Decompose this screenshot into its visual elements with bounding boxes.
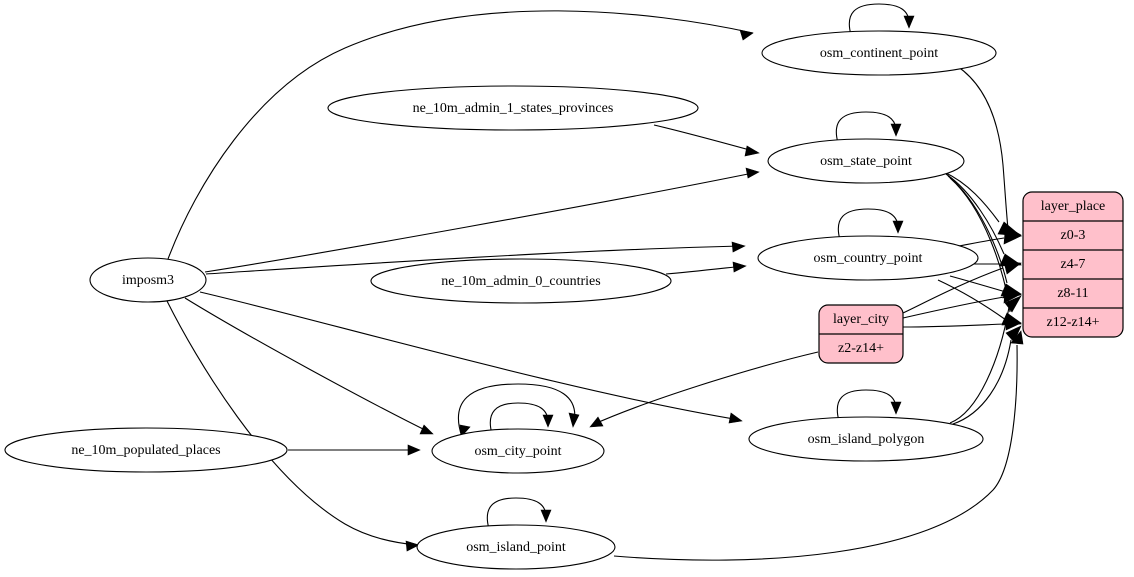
record-node-layer: layer_place z0-3 z4-7 z8-11 z12-z14+ lay… [818, 191, 1124, 364]
arrowhead-imposm3-osm_island_polygon [728, 412, 743, 424]
record-row-layer_place-z4-7[interactable]: z4-7 [1061, 257, 1086, 272]
node-osm_island_polygon[interactable]: osm_island_polygon [748, 416, 984, 462]
edge-osm_island_polygon-to-layer_place-z8-11 [949, 306, 1010, 424]
node-imposm3[interactable]: imposm3 [89, 257, 207, 303]
edge-imposm3-to-osm_city_point [184, 297, 432, 434]
node-label-ne_populated: ne_10m_populated_places [71, 443, 220, 458]
arrowhead-imposm3-osm_state_point [745, 167, 760, 179]
selfloop-osm_country_point [837, 208, 899, 241]
node-shape-osm_state_point[interactable] [767, 138, 965, 184]
node-shape-osm_city_point[interactable] [431, 428, 605, 474]
arrowhead-selfloop-osm_continent_point [903, 15, 915, 29]
arrowhead-islandpoint-z12-z14 [1010, 330, 1024, 345]
edge-ne_admin1-to-osm_state_point [653, 124, 758, 153]
edge-imposm3-to-osm_state_point [204, 171, 759, 273]
arrowhead-layercity-osm_city_point [589, 416, 604, 428]
arrowhead-country-z0-3 [1003, 231, 1022, 245]
edge-imposm3-to-osm_island_point [166, 300, 418, 546]
arrowhead-imposm3-osm_city_point [419, 424, 434, 435]
arrowhead-imposm3-osm_continent_point [739, 29, 754, 41]
edge-layer [166, 3, 1024, 561]
node-label-osm_continent_point: osm_continent_point [820, 46, 938, 61]
node-label-osm_island_polygon: osm_island_polygon [808, 432, 925, 447]
selfloop-osm_continent_point [848, 3, 910, 36]
node-label-osm_state_point: osm_state_point [820, 154, 912, 169]
record-row-layer_place-z8-11[interactable]: z8-11 [1057, 286, 1088, 301]
edge-imposm3-to-osm_country_point [205, 245, 745, 275]
node-label-ne_admin1: ne_10m_admin_1_states_provinces [413, 101, 614, 116]
edge-osm_country_point-to-layer_place-z8-11 [949, 275, 1007, 293]
node-layer: imposm3 ne_10m_admin_1_states_provinces … [4, 30, 997, 570]
selfloop-osm_island_polygon [836, 389, 897, 422]
node-osm_island_point[interactable]: osm_island_point [416, 524, 616, 570]
node-osm_state_point[interactable]: osm_state_point [767, 138, 965, 184]
arrowhead-layercity-z4-7 [1003, 261, 1022, 275]
node-label-osm_island_point: osm_island_point [466, 540, 566, 555]
edge-osm_island_polygon-to-layer_place-z12-z14 [952, 339, 1012, 425]
outerloop-osm_city_point [457, 383, 576, 438]
edge-osm_island_point-to-layer_place-z12-z14 [613, 344, 1018, 561]
record-row-layer_place-z0-3[interactable]: z0-3 [1061, 228, 1086, 243]
edge-osm_state_point-to-layer_place-z4-7 [945, 173, 1005, 255]
edge-osm_continent_point-to-layer_place-z0-3 [956, 65, 1009, 230]
edge-ne_admin0-to-osm_country_point [665, 265, 745, 275]
arrowhead-selfloop-osm_island_polygon [890, 401, 902, 415]
edge-osm_country_point-to-layer_place-z12-z14 [937, 279, 1007, 321]
record-box-layer_place[interactable] [1022, 191, 1124, 338]
edge-layer_city-to-layer_place-z4-7 [902, 267, 1004, 314]
arrowhead-selfloop-osm_state_point [890, 123, 902, 137]
record-row-layer_city-title: layer_city [833, 312, 889, 327]
node-label-imposm3: imposm3 [122, 273, 174, 288]
node-label-ne_admin0: ne_10m_admin_0_countries [441, 274, 600, 289]
node-osm_city_point[interactable]: osm_city_point [431, 428, 605, 474]
arrowhead-ne_admin1-osm_state_point [744, 145, 760, 157]
arrowhead-selfloop-osm_city_point [542, 414, 554, 428]
edge-osm_state_point-to-layer_place-z0-3 [943, 171, 1000, 223]
edge-layer_city-to-layer_place-z12-z14 [902, 323, 1006, 328]
node-osm_country_point[interactable]: osm_country_point [757, 235, 979, 281]
node-shape-osm_country_point[interactable] [757, 235, 979, 281]
node-shape-osm_continent_point[interactable] [761, 30, 997, 76]
edge-layer_city-to-layer_place-z8-11 [902, 296, 1005, 319]
record-row-layer_city-z2-z14[interactable]: z2-z14+ [838, 341, 884, 356]
arrowhead-selfloop-osm_country_point [892, 220, 904, 234]
arrowhead-ne_admin0-osm_country_point [732, 261, 747, 273]
node-osm_continent_point[interactable]: osm_continent_point [761, 30, 997, 76]
node-ne_10m_admin_1_states_provinces[interactable]: ne_10m_admin_1_states_provinces [327, 85, 699, 131]
node-ne_10m_admin_0_countries[interactable]: ne_10m_admin_0_countries [370, 258, 672, 304]
selfloop-osm_city_point [489, 402, 549, 435]
node-ne_10m_populated_places[interactable]: ne_10m_populated_places [4, 427, 288, 473]
record-node-layer_city[interactable]: layer_city z2-z14+ [818, 304, 904, 364]
arrowhead-selfloop-osm_island_point [540, 509, 552, 523]
arrowhead-imposm3-osm_country_point [731, 241, 746, 253]
arrowhead-islandpoly-z12-z14 [1005, 325, 1022, 343]
node-shape-osm_island_point[interactable] [416, 524, 616, 570]
node-shape-ne_admin0[interactable] [370, 258, 672, 304]
record-row-layer_place-z12-z14[interactable]: z12-z14+ [1047, 315, 1100, 330]
edge-layer_city-z2-to-osm_city_point [591, 351, 819, 426]
record-node-layer_place[interactable]: layer_place z0-3 z4-7 z8-11 z12-z14+ [1022, 191, 1124, 338]
selfloop-osm_island_point [486, 497, 547, 530]
node-shape-osm_island_polygon[interactable] [748, 416, 984, 462]
arrowhead-outerloop-osm_city_point [568, 412, 580, 428]
node-shape-ne_populated[interactable] [4, 427, 288, 473]
node-shape-imposm3[interactable] [89, 257, 207, 303]
arrowhead-islandpoly-z8-11 [1004, 295, 1022, 313]
arrowhead-ne_populated-osm_city_point [407, 444, 421, 456]
arrowhead-layercity-z8-11 [1003, 290, 1022, 304]
edge-imposm3-to-osm_island_polygon [199, 291, 741, 421]
node-label-osm_city_point: osm_city_point [474, 444, 561, 459]
edge-osm_country_point-to-layer_place-z0-3 [958, 237, 1005, 247]
node-shape-ne_admin1[interactable] [327, 85, 699, 131]
edge-imposm3-to-osm_continent_point [167, 10, 754, 260]
record-row-layer_place-title: layer_place [1041, 199, 1106, 214]
selfloop-osm_state_point [835, 111, 897, 144]
node-label-osm_country_point: osm_country_point [814, 251, 923, 266]
arrowhead-imposm3-osm_island_point [405, 540, 420, 552]
